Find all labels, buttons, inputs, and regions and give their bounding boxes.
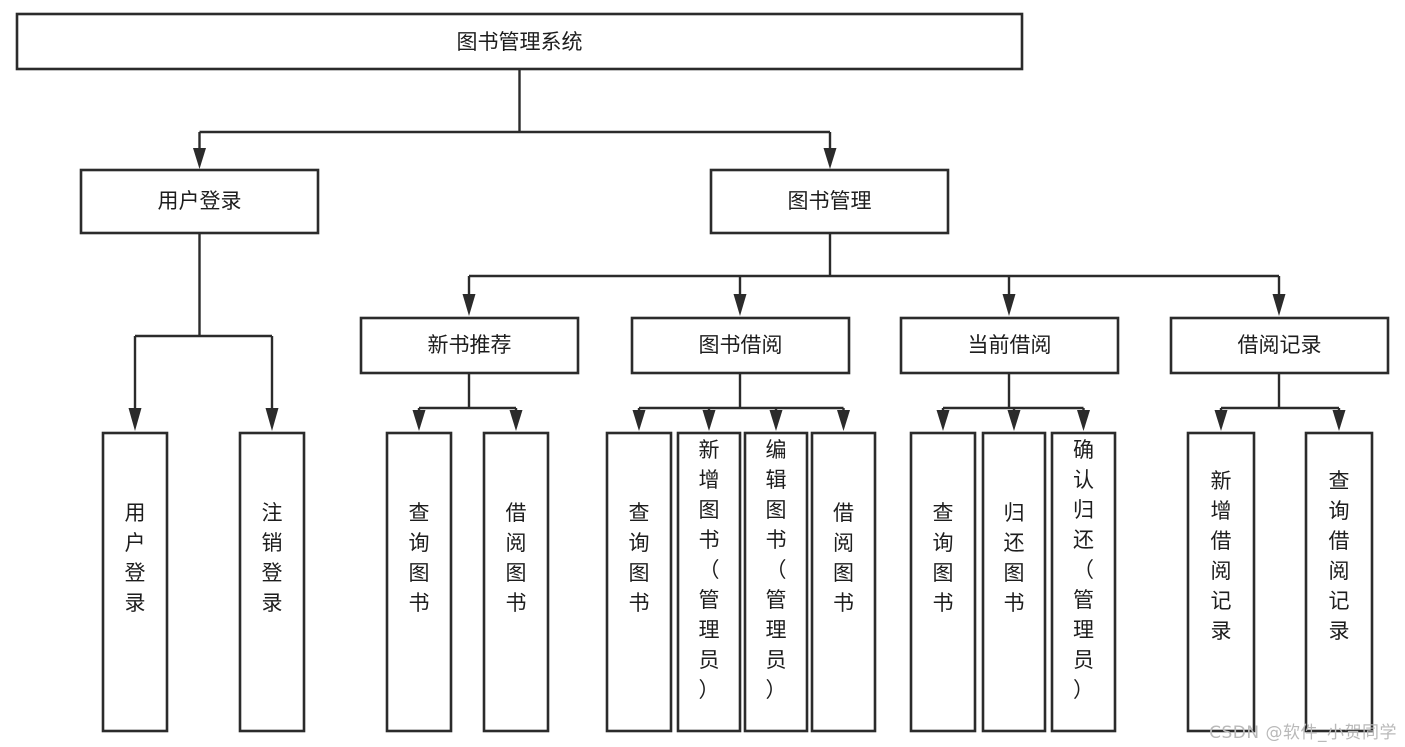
connector-new-book-to-leaves [412, 373, 523, 431]
node-book-borrow[interactable]: 图书借阅 [630, 316, 851, 375]
leaf-add-book-admin[interactable]: 新增图书（管理员） [676, 431, 742, 733]
leaf-borrow-book-newbook-label: 借阅图书 [506, 501, 527, 615]
node-user-login-label: 用户登录 [158, 189, 242, 213]
leaf-query-book-newbook-label: 查询图书 [409, 501, 430, 615]
leaf-query-book-borrow[interactable]: 查询图书 [605, 431, 673, 733]
leaf-borrow-book-label: 借阅图书 [833, 501, 854, 615]
leaf-query-borrow-record-label: 查询借阅记录 [1329, 469, 1350, 643]
node-user-login[interactable]: 用户登录 [79, 168, 320, 235]
leaf-query-book-current-label: 查询图书 [933, 501, 954, 615]
node-root-label: 图书管理系统 [457, 30, 583, 54]
leaf-query-borrow-record[interactable]: 查询借阅记录 [1304, 431, 1374, 733]
leaf-add-borrow-record-label: 新增借阅记录 [1211, 469, 1232, 643]
leaf-logout[interactable]: 注销登录 [238, 431, 306, 733]
leaf-borrow-book-newbook[interactable]: 借阅图书 [482, 431, 550, 733]
node-book-borrow-label: 图书借阅 [699, 333, 783, 357]
node-current-borrow[interactable]: 当前借阅 [899, 316, 1120, 375]
leaf-confirm-return-admin[interactable]: 确认归还（管理员） [1050, 431, 1117, 733]
connector-book-borrow-to-leaves [632, 373, 850, 431]
leaf-edit-book-admin-label: 编辑图书（管理员） [766, 438, 787, 702]
leaf-user-login-label: 用户登录 [125, 501, 146, 615]
connector-root-to-level2 [193, 69, 837, 169]
node-borrow-record[interactable]: 借阅记录 [1169, 316, 1390, 375]
leaf-user-login[interactable]: 用户登录 [101, 431, 169, 733]
leaf-edit-book-admin[interactable]: 编辑图书（管理员） [743, 431, 809, 733]
leaf-logout-label: 注销登录 [262, 501, 283, 615]
leaf-add-book-admin-label: 新增图书（管理员） [699, 438, 720, 702]
leaf-query-book-borrow-label: 查询图书 [629, 501, 650, 615]
leaf-query-book-current[interactable]: 查询图书 [909, 431, 977, 733]
node-new-book-recommend[interactable]: 新书推荐 [359, 316, 580, 375]
connector-user-login-to-leaves [128, 233, 279, 431]
node-current-borrow-label: 当前借阅 [968, 333, 1052, 357]
leaf-add-borrow-record[interactable]: 新增借阅记录 [1186, 431, 1256, 733]
leaf-confirm-return-admin-label: 确认归还（管理员） [1073, 438, 1094, 702]
connector-current-borrow-to-leaves [936, 373, 1090, 431]
leaf-query-book-newbook[interactable]: 查询图书 [385, 431, 453, 733]
node-root[interactable]: 图书管理系统 [15, 12, 1024, 71]
leaf-return-book-label: 归还图书 [1004, 501, 1025, 615]
leaf-return-book[interactable]: 归还图书 [981, 431, 1047, 733]
leaf-borrow-book[interactable]: 借阅图书 [810, 431, 877, 733]
node-new-book-recommend-label: 新书推荐 [428, 333, 512, 357]
node-borrow-record-label: 借阅记录 [1238, 333, 1322, 357]
connector-borrow-record-to-leaves [1214, 373, 1346, 431]
connectors-layer [128, 69, 1346, 431]
csdn-watermark: CSDN @软件_小贺同学 [1209, 723, 1397, 743]
node-book-management-label: 图书管理 [788, 189, 872, 213]
connector-book-mgmt-to-level3 [462, 233, 1286, 316]
node-book-management[interactable]: 图书管理 [709, 168, 950, 235]
